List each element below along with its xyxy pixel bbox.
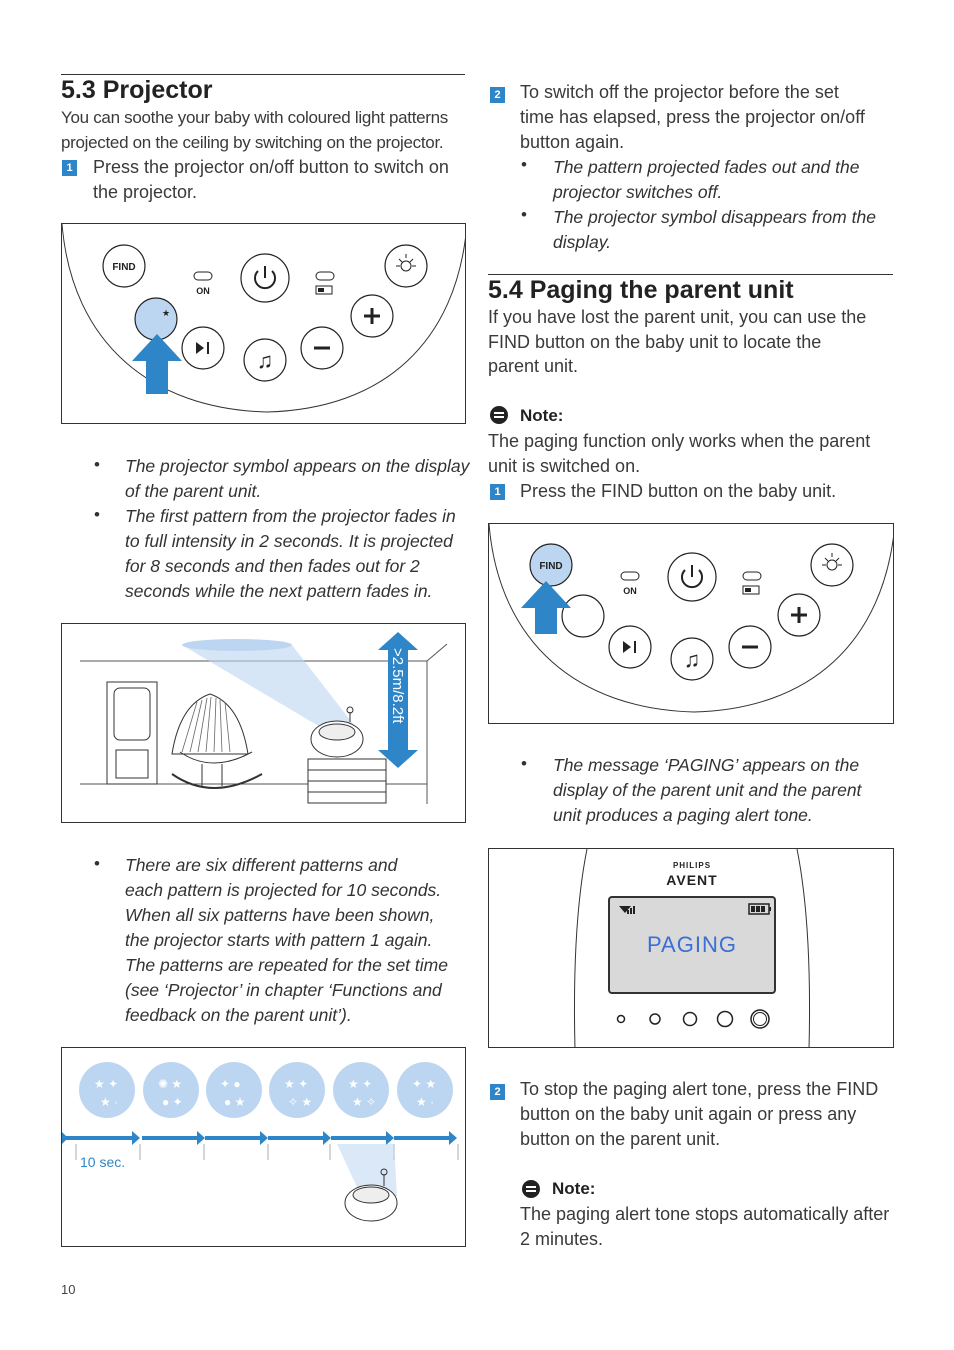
step-badge-2-projector: 2	[490, 87, 505, 103]
bullet-b-line-6: (see ‘Projector’ in chapter ‘Functions a…	[125, 980, 442, 1000]
find-button-label-highlight: FIND	[539, 561, 562, 572]
step-badge-2-paging: 2	[490, 1084, 505, 1100]
paging-intro-line-3: parent unit.	[488, 356, 579, 376]
bullet-c1-line-1: The pattern projected fades out and the	[553, 157, 860, 177]
svg-text:✦ ★: ✦ ★	[412, 1077, 436, 1091]
note2-line-2: 2 minutes.	[520, 1229, 604, 1249]
note1-heading: Note:	[520, 406, 564, 425]
svg-text:★: ★	[162, 308, 170, 318]
svg-text:● ✦: ● ✦	[162, 1095, 183, 1109]
svg-text:★ ✦: ★ ✦	[284, 1077, 308, 1091]
bullet-b-line-3: When all six patterns have been shown,	[125, 905, 435, 925]
timeline-label: 10 sec.	[80, 1154, 125, 1170]
parent-unit-illustration: PHILIPS AVENT PAGING	[574, 849, 810, 1047]
svg-text:★ ✦: ★ ✦	[94, 1077, 118, 1091]
note-icon	[490, 406, 508, 424]
bullet-a2-line-2: to full intensity in 2 seconds. It is pr…	[125, 531, 453, 551]
bullet-b-line-4: the projector starts with pattern 1 agai…	[125, 930, 433, 950]
projector-intro-line-1: You can soothe your baby with coloured l…	[61, 108, 449, 127]
bullet-a2-line-4: seconds while the next pattern fades in.	[125, 581, 433, 601]
note-icon-2	[522, 1180, 540, 1198]
bullet-b-line-7: feedback on the parent unit’).	[125, 1005, 352, 1025]
bullet-c1-line-2: projector switches off.	[553, 182, 723, 202]
svg-text:✺ ★: ✺ ★	[158, 1077, 182, 1091]
height-label: >2.5m/8.2ft	[389, 648, 406, 724]
room-projection-figure: >2.5m/8.2ft	[61, 623, 466, 823]
svg-text:● ★: ● ★	[224, 1095, 245, 1109]
brand-main: AVENT	[666, 872, 717, 888]
svg-text:★ ·: ★ ·	[100, 1095, 118, 1109]
bullet-b-line-5: The patterns are repeated for the set ti…	[125, 955, 448, 975]
bullet-c2-line-2: display.	[553, 232, 612, 252]
on-label-2: ON	[623, 586, 637, 596]
bullet-b-line-1: There are six different patterns and	[125, 855, 398, 875]
bullet-d-line-3: unit produces a paging alert tone.	[553, 805, 813, 825]
step1-text-line-1: Press the projector on/off button to swi…	[93, 157, 449, 177]
note1-line-2: unit is switched on.	[488, 456, 641, 476]
pattern-timeline-illustration: ★ ✦ ★ · ✺ ★ ● ✦ ✦ ● ● ★ ★ ✦ ✧ ★ ★ ✦ ★ ✧ ✦ ★ ★ …	[62, 1062, 459, 1222]
control-panel-figure-projector: FIND ON ★ ♫	[61, 223, 466, 424]
bullet-a1-line-1: The projector symbol appears on the disp…	[125, 456, 470, 476]
step-badge-1: 1	[62, 160, 77, 176]
note2-heading: Note:	[552, 1179, 596, 1198]
paging-intro-line-2: FIND button on the baby unit to locate t…	[488, 332, 822, 352]
note1-line-1: The paging function only works when the …	[488, 431, 871, 451]
on-label: ON	[196, 286, 210, 296]
svg-text:★ ✦: ★ ✦	[348, 1077, 372, 1091]
step2-text-line-1: To switch off the projector before the s…	[520, 82, 839, 102]
bullet-a1-line-2: of the parent unit.	[125, 481, 262, 501]
paging-step1-text: Press the FIND button on the baby unit.	[520, 481, 837, 501]
paging-step2-line-2: button on the baby unit again or press a…	[520, 1104, 857, 1124]
pattern-timeline-figure: ★ ✦ ★ · ✺ ★ ● ✦ ✦ ● ● ★ ★ ✦ ✧ ★ ★ ✦ ★ ✧ ✦ ★ ★ …	[61, 1047, 466, 1247]
parent-unit-figure: PHILIPS AVENT PAGING	[488, 848, 894, 1048]
bullet-b-line-2: each pattern is projected for 10 seconds…	[125, 880, 442, 900]
bullet-a2-line-1: The first pattern from the projector fad…	[125, 506, 456, 526]
control-panel-find-illustration: FIND ON ♫	[489, 524, 893, 713]
step-badge-1-paging: 1	[490, 484, 505, 500]
svg-text:♫: ♫	[684, 647, 701, 672]
page-number: 10	[61, 1282, 76, 1297]
brand-top: PHILIPS	[673, 861, 711, 870]
control-panel-illustration: FIND ON ★ ♫	[62, 224, 465, 413]
section-title-projector: 5.3 Projector	[61, 76, 213, 104]
svg-text:✦ ●: ✦ ●	[220, 1077, 241, 1091]
svg-text:★ ·: ★ ·	[416, 1095, 434, 1109]
bullet-d-line-1: The message ‘PAGING’ appears on the	[553, 755, 860, 775]
note2-line-1: The paging alert tone stops automaticall…	[520, 1204, 890, 1224]
bullet-d-line-2: display of the parent unit and the paren…	[553, 780, 862, 800]
paging-step2-line-3: button on the parent unit.	[520, 1129, 721, 1149]
display-text: PAGING	[647, 932, 737, 957]
projector-intro-line-2: projected on the ceiling by switching on…	[61, 133, 444, 152]
control-panel-figure-find: FIND ON ♫	[488, 523, 894, 724]
section-title-paging: 5.4 Paging the parent unit	[488, 276, 794, 304]
svg-text:♫: ♫	[257, 348, 274, 373]
bullet-a2-line-3: for 8 seconds and then fades out for 2	[125, 556, 420, 576]
svg-text:★ ✧: ★ ✧	[352, 1095, 376, 1109]
step2-text-line-3: button again.	[520, 132, 625, 152]
bullet-c2-line-1: The projector symbol disappears from the	[553, 207, 876, 227]
step1-text-line-2: the projector.	[93, 182, 198, 202]
svg-text:✧ ★: ✧ ★	[288, 1095, 312, 1109]
find-button-label: FIND	[112, 262, 135, 273]
paging-step2-line-1: To stop the paging alert tone, press the…	[520, 1079, 879, 1099]
paging-intro-line-1: If you have lost the parent unit, you ca…	[488, 307, 867, 327]
room-illustration: >2.5m/8.2ft	[80, 632, 448, 804]
step2-text-line-2: time has elapsed, press the projector on…	[520, 107, 865, 127]
